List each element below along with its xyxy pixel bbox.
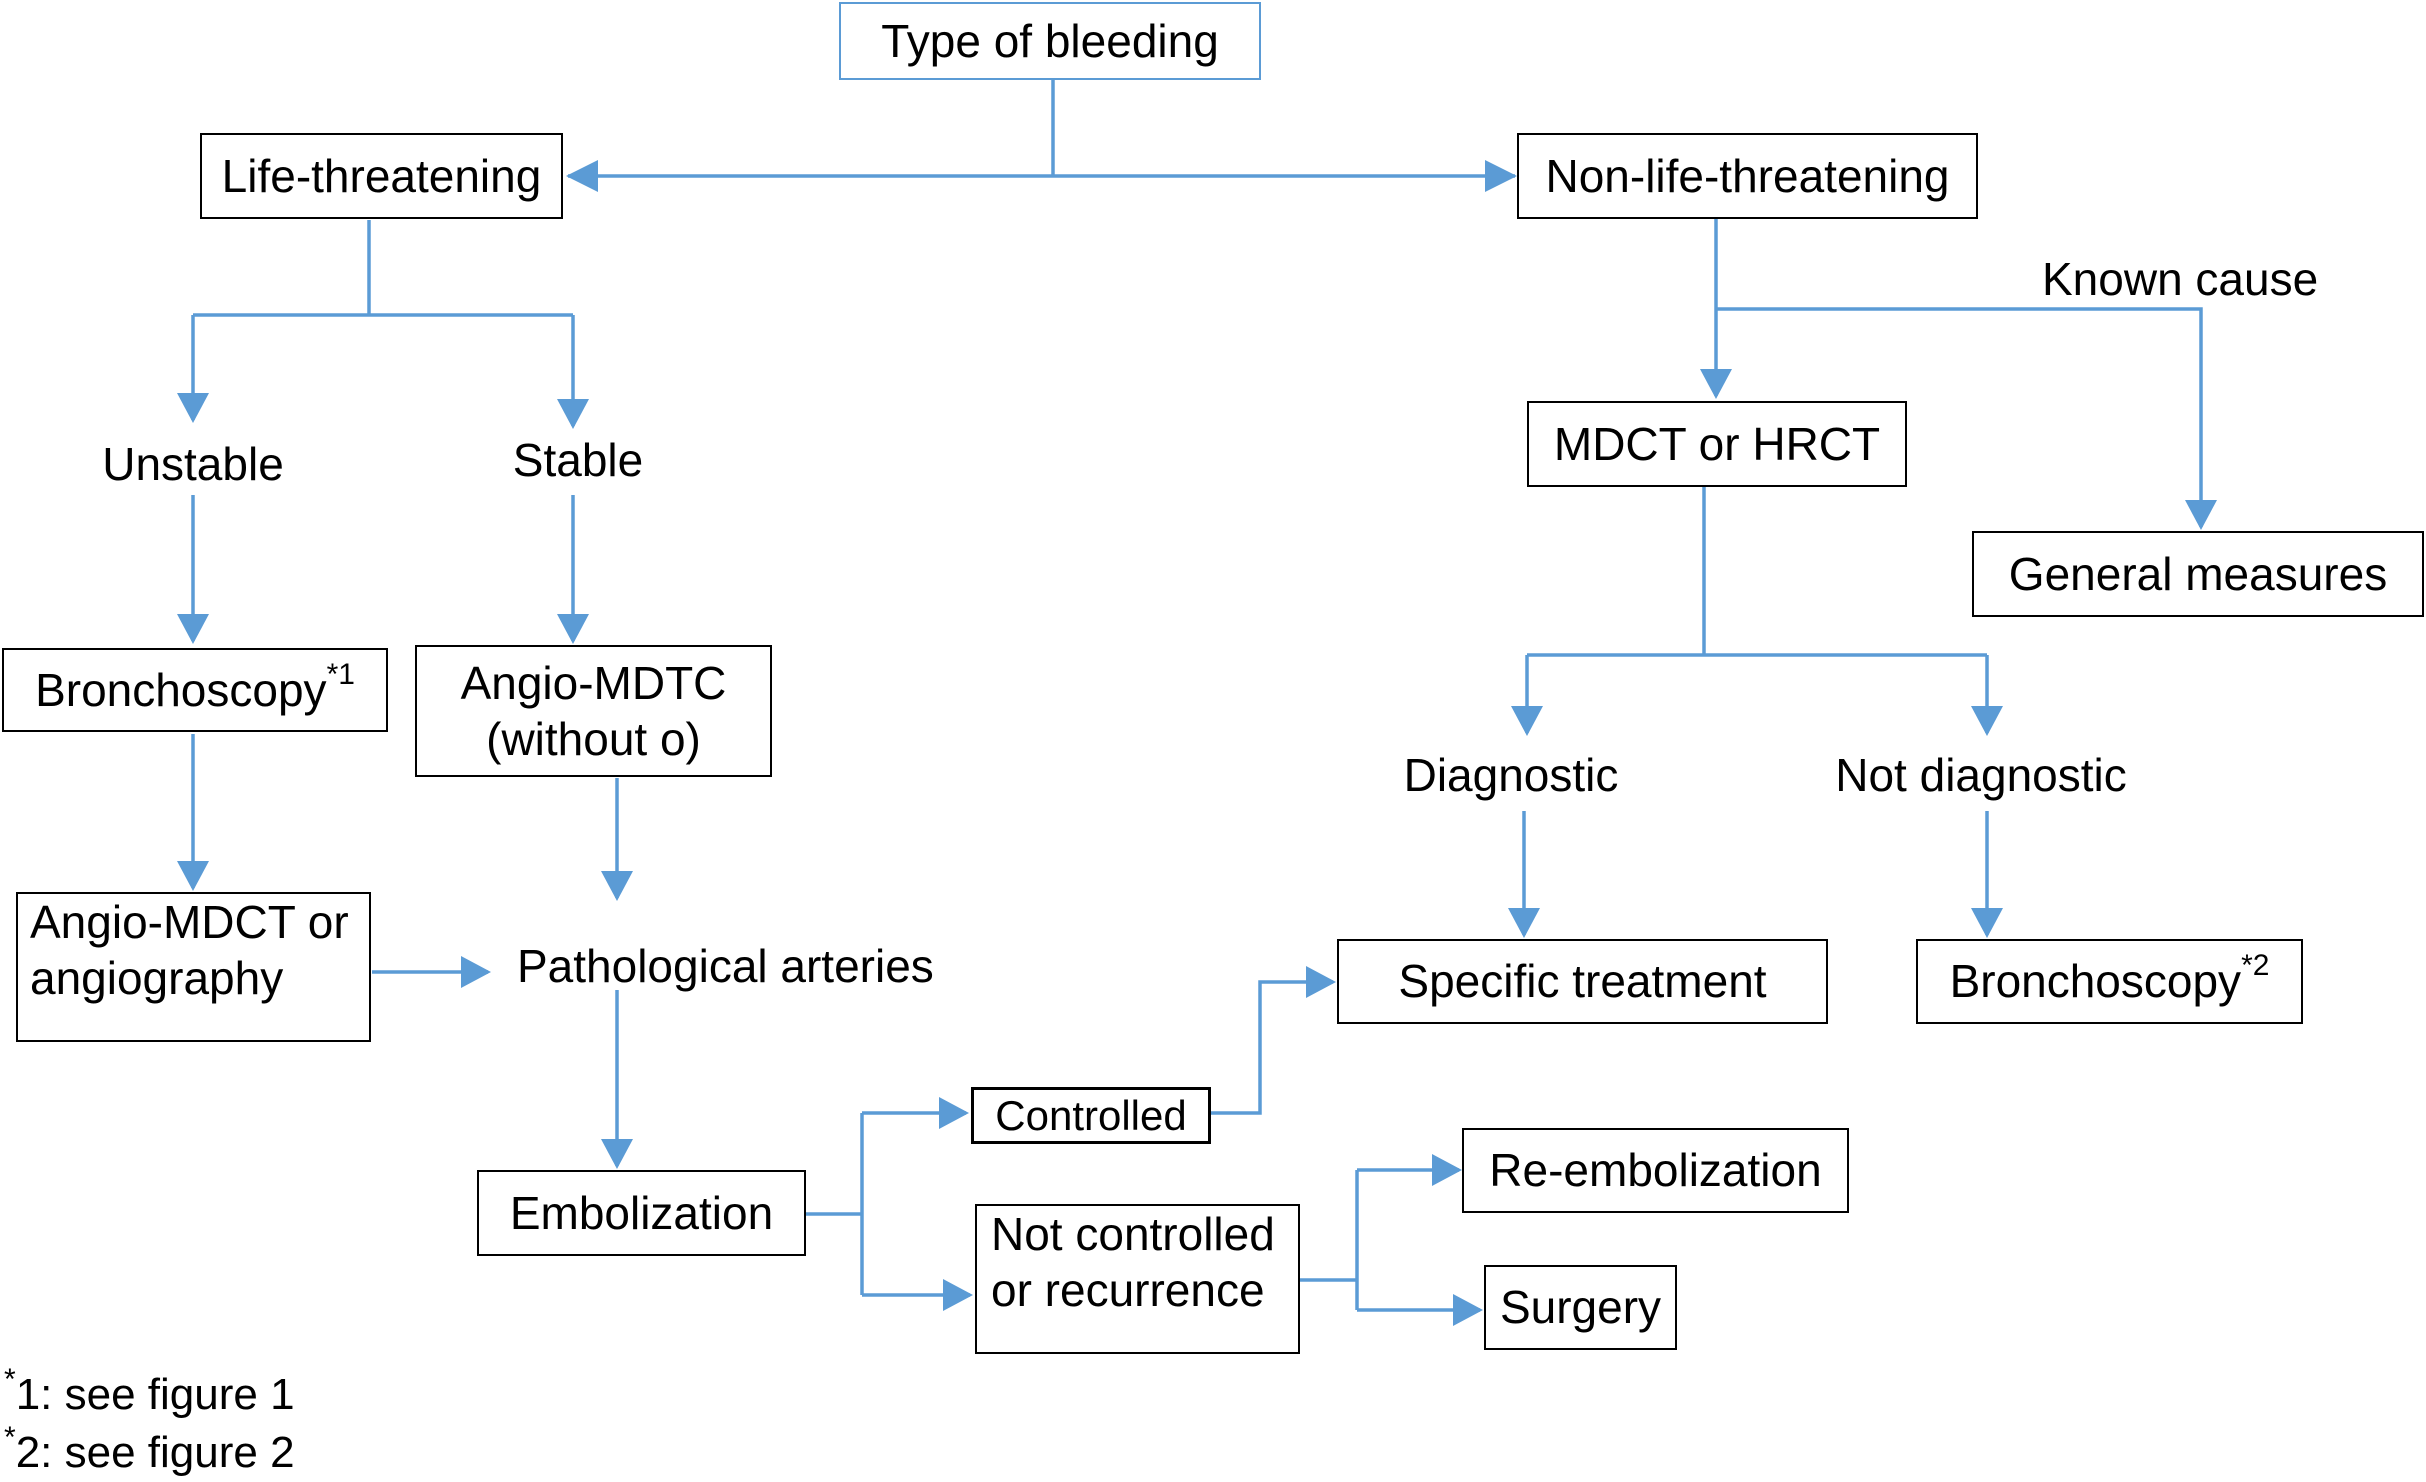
footnote-2-text: 2: see figure 2 bbox=[15, 1428, 295, 1477]
node-bronchoscopy-2: Bronchoscopy*2 bbox=[1916, 939, 2303, 1024]
node-mdct-hrct-text: MDCT or HRCT bbox=[1553, 417, 1881, 470]
node-mdct-hrct: MDCT or HRCT bbox=[1527, 401, 1907, 487]
label-not-diagnostic: Not diagnostic bbox=[1835, 749, 2127, 801]
node-re-embolization: Re-embolization bbox=[1462, 1128, 1849, 1213]
footnote-2-mark: * bbox=[4, 1421, 16, 1454]
label-diagnostic: Diagnostic bbox=[1403, 749, 1619, 801]
footnote-ref-1: *1 bbox=[326, 657, 355, 691]
node-angio-mdtc: Angio-MDTC (without o) bbox=[415, 645, 772, 777]
arrow-known-cause-to-general-measures bbox=[1716, 307, 2203, 527]
footnote-2: *2: see figure 2 bbox=[4, 1423, 295, 1478]
node-angio-mdct-line1: Angio-MDCT or bbox=[30, 896, 349, 948]
node-controlled-text: Controlled bbox=[995, 1091, 1187, 1139]
node-non-life-threatening: Non-life-threatening bbox=[1517, 133, 1978, 219]
node-angio-mdct: Angio-MDCT or angiography bbox=[16, 892, 371, 1042]
node-specific-treatment-text: Specific treatment bbox=[1398, 955, 1767, 1008]
footnote-1-mark: * bbox=[4, 1363, 16, 1396]
label-pathological-arteries: Pathological arteries bbox=[517, 940, 934, 992]
node-general-measures-text: General measures bbox=[2008, 547, 2388, 600]
node-bronchoscopy-1: Bronchoscopy*1 bbox=[2, 648, 388, 732]
node-surgery-text: Surgery bbox=[1499, 1281, 1662, 1334]
node-specific-treatment: Specific treatment bbox=[1337, 939, 1828, 1024]
label-unstable: Unstable bbox=[102, 438, 284, 490]
node-surgery: Surgery bbox=[1484, 1265, 1677, 1350]
node-controlled: Controlled bbox=[971, 1087, 1211, 1144]
node-not-controlled: Not controlled or recurrence bbox=[975, 1204, 1300, 1354]
node-type-of-bleeding-text: Type of bleeding bbox=[881, 14, 1219, 67]
footnote-1-text: 1: see figure 1 bbox=[15, 1370, 295, 1419]
node-life-threatening: Life-threatening bbox=[200, 133, 563, 219]
footnote-ref-2: *2 bbox=[2241, 949, 2270, 983]
node-type-of-bleeding: Type of bleeding bbox=[839, 2, 1261, 80]
label-stable: Stable bbox=[512, 434, 644, 486]
node-angio-mdct-line2: angiography bbox=[30, 952, 284, 1005]
node-embolization-text: Embolization bbox=[509, 1186, 774, 1239]
node-embolization: Embolization bbox=[477, 1170, 806, 1256]
arrowheads bbox=[177, 160, 2217, 1326]
node-bronchoscopy-2-text: Bronchoscopy*2 bbox=[1949, 949, 2270, 1008]
node-non-life-threatening-text: Non-life-threatening bbox=[1545, 149, 1950, 202]
node-life-threatening-text: Life-threatening bbox=[221, 149, 542, 202]
node-re-embolization-text: Re-embolization bbox=[1489, 1144, 1822, 1197]
arrow-controlled-to-specific-treatment bbox=[1211, 980, 1333, 1115]
footnote-1: *1: see figure 1 bbox=[4, 1365, 295, 1420]
node-not-controlled-line1: Not controlled bbox=[991, 1208, 1275, 1260]
label-known-cause: Known cause bbox=[2042, 253, 2319, 305]
node-bronchoscopy-1-text: Bronchoscopy*1 bbox=[35, 657, 355, 716]
node-not-controlled-line2: or recurrence bbox=[991, 1264, 1265, 1317]
node-angio-mdtc-line2: (without o) bbox=[486, 713, 701, 765]
node-general-measures: General measures bbox=[1972, 531, 2424, 617]
node-angio-mdtc-line1: Angio-MDTC bbox=[460, 656, 727, 709]
